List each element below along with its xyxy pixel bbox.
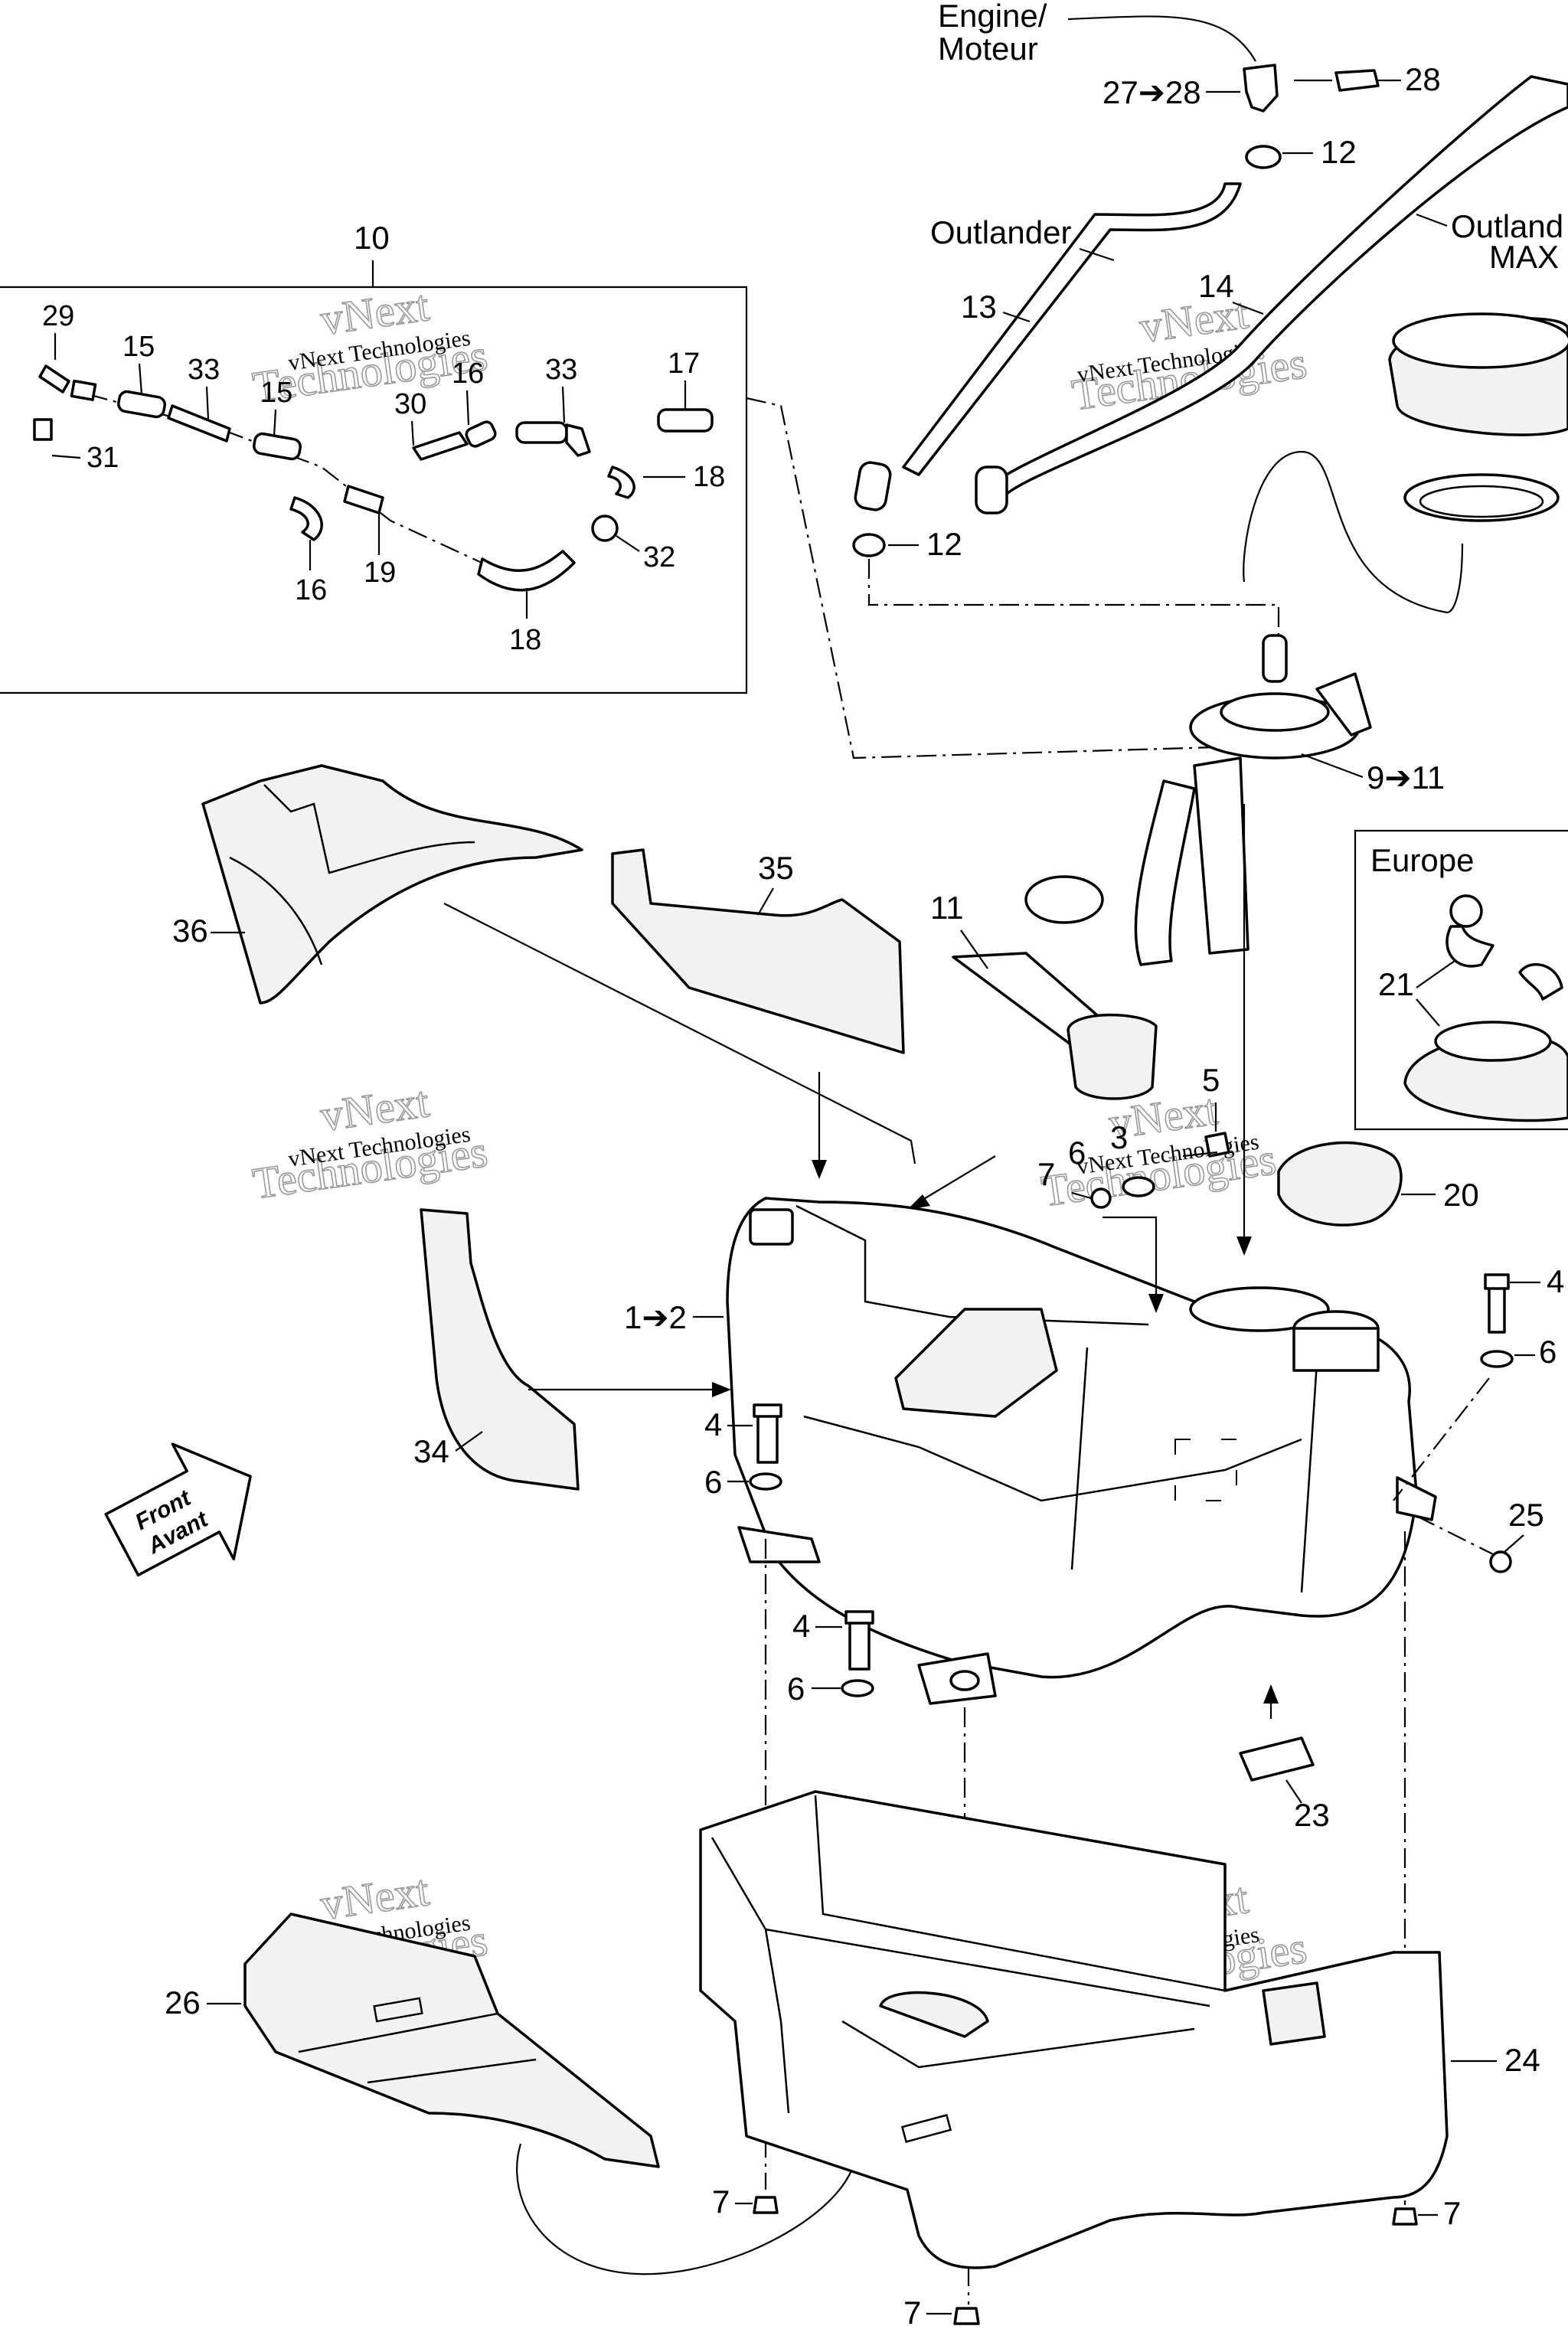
caption-outlander-max-1: Outland (1451, 208, 1563, 244)
right-hardware: 4 6 25 (1393, 1263, 1564, 2205)
heat-shield-group: 36 35 (172, 764, 996, 1210)
callout-7d: 7 (903, 2295, 921, 2331)
skid-tray-24: 24 (699, 1790, 1540, 2269)
callout-7b: 7 (712, 2184, 730, 2220)
callout-12b: 12 (926, 526, 962, 562)
callout-13: 13 (961, 289, 997, 325)
callout-36: 36 (172, 913, 208, 949)
callout-19: 19 (364, 557, 396, 589)
callout-26: 26 (165, 1984, 201, 2020)
callout-5: 5 (1202, 1062, 1220, 1098)
callout-15b: 15 (260, 377, 292, 409)
caption-moteur: Moteur (938, 31, 1038, 67)
pad-23: 23 (1239, 1684, 1330, 1833)
callout-31: 31 (87, 442, 119, 474)
callout-12a: 12 (1321, 134, 1357, 170)
top-hardware: 5 3 6 7 (1037, 1062, 1230, 1313)
callout-6b: 6 (704, 1464, 722, 1500)
callout-4c: 4 (1547, 1263, 1564, 1299)
bottom-nuts: 7 7 7 (712, 2184, 1461, 2331)
callout-33b: 33 (545, 354, 577, 386)
callout-3: 3 (1110, 1119, 1128, 1155)
callout-14: 14 (1198, 268, 1234, 304)
caption-outlander-max-2: MAX (1489, 239, 1559, 275)
hose-kit-group: 10 29 15 33 15 16 30 33 17 (0, 220, 748, 694)
callout-17: 17 (668, 348, 700, 380)
europe-inset: Europe 21 (1354, 829, 1568, 1131)
callout-6a: 6 (1068, 1135, 1086, 1171)
callout-23: 23 (1294, 1797, 1330, 1833)
watermark-3: vNext Technologies vNext Technologies (249, 1076, 491, 1209)
callout-25: 25 (1508, 1497, 1544, 1533)
callout-30: 30 (394, 388, 426, 420)
callout-28: 28 (1405, 61, 1441, 97)
callout-16b: 16 (295, 574, 327, 606)
callout-27-28: 27➔28 (1102, 74, 1201, 110)
callout-32: 32 (643, 541, 675, 573)
caption-outlander: Outlander (930, 214, 1071, 250)
callout-20: 20 (1443, 1177, 1479, 1213)
callout-11: 11 (930, 890, 964, 926)
callout-6d: 6 (1539, 1334, 1557, 1370)
callout-21: 21 (1378, 966, 1414, 1002)
engine-hose-group: Engine/ Moteur 27➔28 28 12 Outlander 13 … (852, 0, 1568, 635)
callout-6c: 6 (787, 1671, 805, 1707)
caption-europe: Europe (1370, 842, 1474, 878)
callout-34: 34 (413, 1433, 449, 1469)
callout-24: 24 (1504, 2042, 1540, 2078)
fuel-pump-group: 9➔11 11 (930, 634, 1445, 1256)
heat-shield-34: 34 (413, 1208, 731, 1491)
callout-7c: 7 (1443, 2195, 1461, 2231)
callout-9-11: 9➔11 (1367, 760, 1445, 795)
caption-engine: Engine/ (938, 0, 1047, 34)
callout-16a: 16 (452, 358, 484, 390)
callout-7a: 7 (1037, 1156, 1055, 1192)
filler-cap: 20 (1277, 1141, 1479, 1227)
callout-33a: 33 (188, 354, 220, 386)
callout-35: 35 (758, 850, 794, 886)
front-arrow: Front Avant (104, 1442, 252, 1577)
callout-18a: 18 (693, 461, 725, 493)
callout-4a: 4 (704, 1406, 722, 1442)
callout-10: 10 (354, 220, 390, 256)
callout-4b: 4 (792, 1608, 810, 1644)
callout-29: 29 (42, 300, 74, 332)
fuel-tank: 1➔2 (624, 1197, 1437, 1705)
pump-ring-group (1243, 312, 1568, 614)
callout-18b: 18 (509, 624, 541, 656)
callout-15a: 15 (122, 331, 155, 363)
callout-1-2: 1➔2 (624, 1299, 687, 1335)
